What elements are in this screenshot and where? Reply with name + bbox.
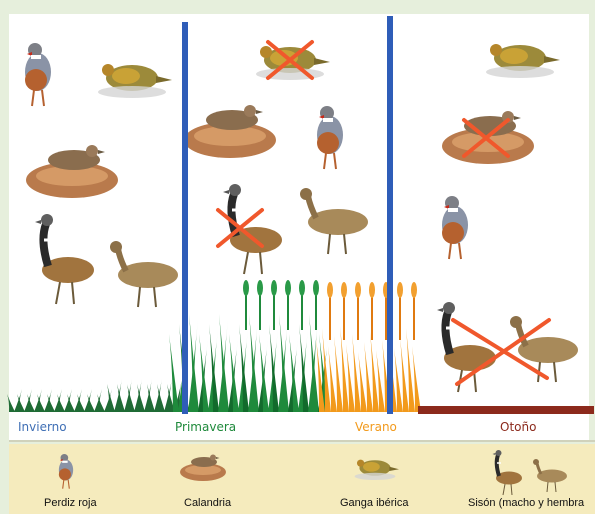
- divider-summer-autumn: [387, 16, 393, 414]
- divider-winter-spring: [182, 22, 188, 414]
- season-label-invierno: Invierno: [18, 420, 67, 434]
- autumn-ground-bar: [418, 406, 594, 414]
- legend-label-calandria: Calandria: [184, 497, 231, 509]
- legend-label-perdiz-roja: Perdiz roja: [44, 497, 97, 509]
- legend-label-sison: Sisón (macho y hembra: [468, 497, 584, 509]
- season-label-otono: Otoño: [500, 420, 536, 434]
- season-label-verano: Verano: [355, 420, 397, 434]
- legend-label-ganga-iberica: Ganga ibérica: [340, 497, 409, 509]
- season-label-primavera: Primavera: [175, 420, 236, 434]
